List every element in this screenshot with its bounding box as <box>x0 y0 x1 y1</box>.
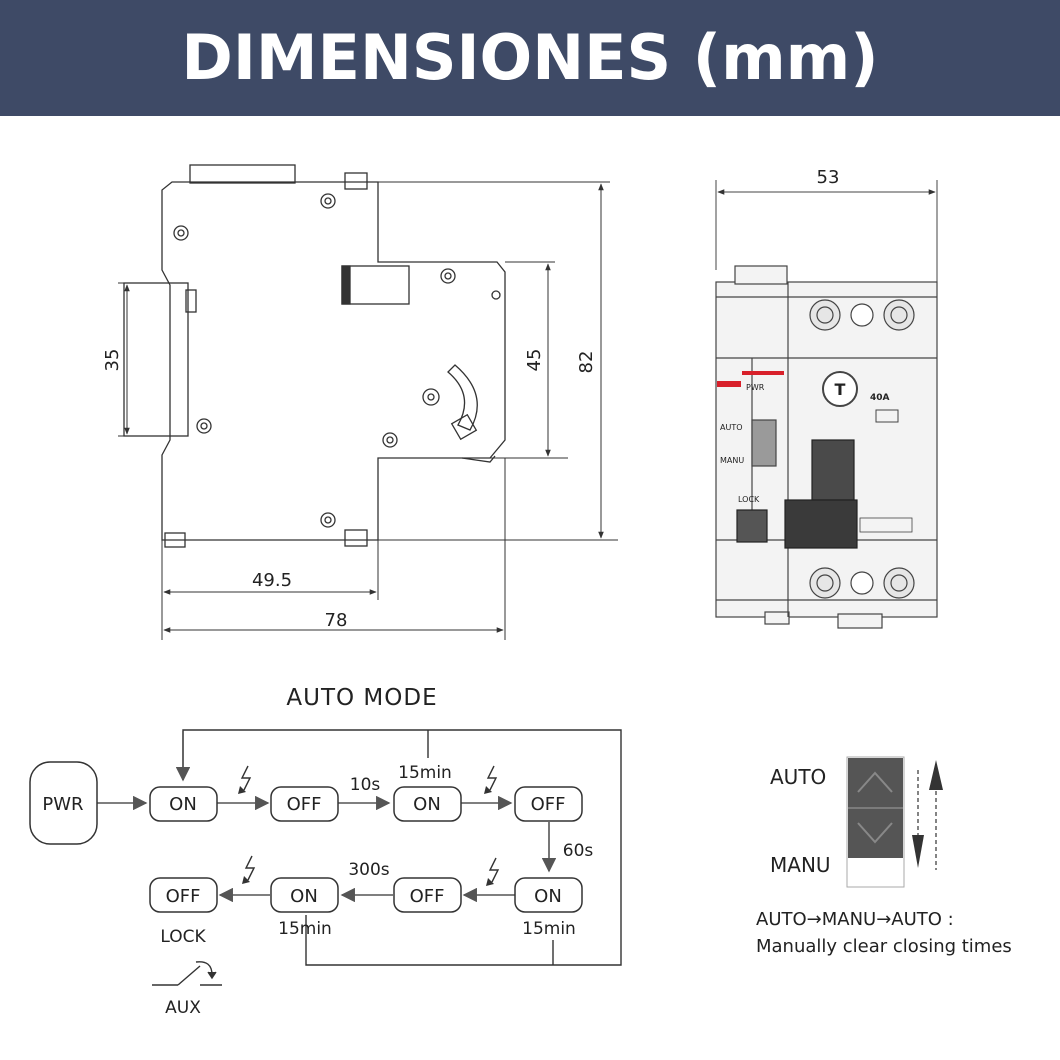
dim-35-label: 35 <box>102 349 123 372</box>
chevron-down-icon <box>857 822 893 844</box>
dim-53-label: 53 <box>817 167 840 188</box>
dim-82-label: 82 <box>576 351 597 374</box>
manu-switch-label: MANU <box>720 456 744 465</box>
flow-node-on-4 <box>270 877 339 913</box>
legend-sequence: AUTO→MANU→AUTO : <box>756 909 954 930</box>
flow-node-on-2-label: ON <box>413 794 441 815</box>
arrow-down-icon <box>912 835 924 868</box>
auto-manu-switch <box>846 756 943 888</box>
side-view <box>123 164 506 548</box>
aux-label: AUX <box>165 998 201 1018</box>
chevron-up-icon <box>857 771 893 793</box>
flow-node-off-lock <box>149 877 218 913</box>
pwr-indicator <box>717 381 741 387</box>
flow-node-on-1 <box>149 786 218 822</box>
flow-node-off-2 <box>514 786 583 822</box>
timing-60s: 60s <box>563 841 594 861</box>
flow-node-on-4-label: ON <box>290 886 318 907</box>
flow-pwr-label: PWR <box>42 794 83 815</box>
pwr-led-label: PWR <box>746 383 765 392</box>
legend-manu-label: MANU <box>770 853 831 877</box>
legend-auto-label: AUTO <box>770 765 826 789</box>
arrow-up-icon <box>929 760 943 790</box>
terminal-screw-icon <box>809 299 915 599</box>
lock-label: LOCK <box>738 495 760 504</box>
dim-45-label: 45 <box>524 349 545 372</box>
flow-node-off-3-label: OFF <box>410 886 445 907</box>
test-button-label: T <box>835 380 846 399</box>
timing-15min-left: 15min <box>278 919 332 939</box>
dim-49-5-label: 49.5 <box>252 570 292 591</box>
flow-node-off-lock-label: OFF <box>166 886 201 907</box>
timing-15min-right: 15min <box>522 919 576 939</box>
auto-switch-label: AUTO <box>720 423 743 432</box>
auto-mode-title: AUTO MODE <box>286 685 437 711</box>
timing-300s: 300s <box>348 860 389 880</box>
din-clip <box>123 282 189 437</box>
flow-node-off-1-label: OFF <box>287 794 322 815</box>
timing-10s: 10s <box>350 775 381 795</box>
aux-switch-icon <box>152 961 222 986</box>
lightning-bolt-icon <box>240 765 500 883</box>
flow-node-off-2-label: OFF <box>531 794 566 815</box>
page-title: DIMENSIONES (mm) <box>181 21 879 94</box>
side-dimensions <box>118 181 618 640</box>
side-outline <box>161 181 506 541</box>
rating-label: 40A <box>870 393 890 403</box>
timing-15min-top: 15min <box>398 763 452 783</box>
flow-pwr-box <box>29 761 98 845</box>
flow-arrows <box>97 731 557 903</box>
legend-note: Manually clear closing times <box>756 936 1012 957</box>
flow-node-on-3 <box>514 877 583 913</box>
flow-node-off-1 <box>270 786 339 822</box>
screw-icon <box>173 193 456 528</box>
flow-node-off-3 <box>393 877 462 913</box>
flow-node-on-1-label: ON <box>169 794 197 815</box>
flow-node-on-2 <box>393 786 462 822</box>
top-tab <box>189 164 296 184</box>
front-view <box>715 180 938 629</box>
dim-78-label: 78 <box>325 610 348 631</box>
lock-state-label: LOCK <box>160 927 206 947</box>
top-indicator <box>742 371 784 375</box>
header-banner: DIMENSIONES (mm) <box>0 0 1060 116</box>
flow-node-on-3-label: ON <box>534 886 562 907</box>
